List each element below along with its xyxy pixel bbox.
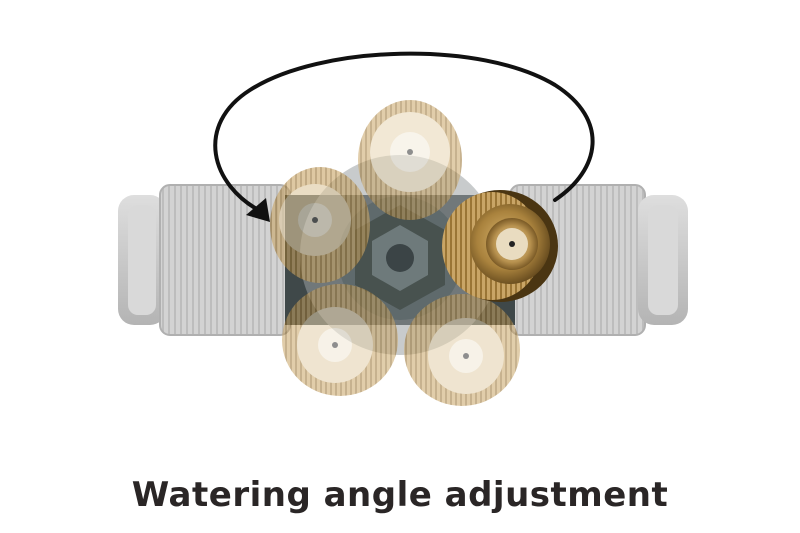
ghost-nozzle-top — [358, 100, 462, 220]
nozzle-rotation-illustration — [118, 51, 688, 406]
ghost-nozzle-bottom-right — [404, 294, 520, 406]
rotation-arrow-icon — [213, 51, 595, 222]
caption-text: Watering angle adjustment — [131, 475, 669, 515]
active-nozzle — [442, 190, 558, 302]
ghost-nozzle-left — [270, 167, 370, 283]
left-tube-connector — [118, 184, 291, 336]
ghost-nozzle-bottom-left — [282, 284, 398, 396]
